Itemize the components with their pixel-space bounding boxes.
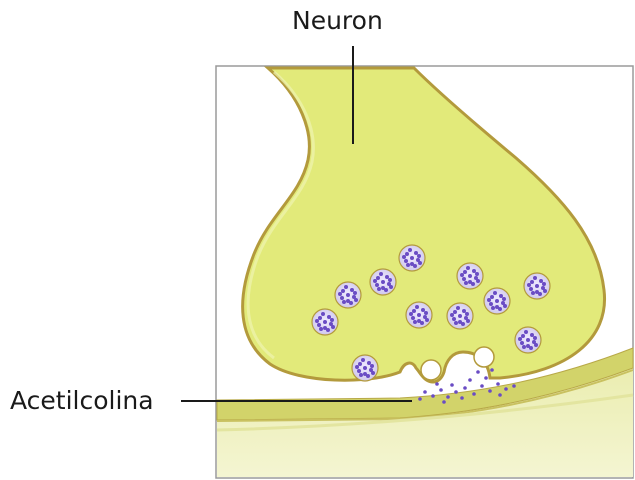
acetylcholine-label: Acetilcolina [10,386,154,415]
neurotransmitter-particle-icon [423,390,427,394]
synaptic-vesicle-icon [369,268,397,296]
neurotransmitter-particle-icon [484,376,488,380]
neurotransmitter-particle-icon [504,387,508,391]
neurotransmitter-particle-icon [439,388,443,392]
neurotransmitter-cloud [418,368,516,404]
neurotransmitter-particle-icon [442,400,446,404]
neurotransmitter-particle-icon [498,393,502,397]
neurotransmitter-particle-icon [512,384,516,388]
fused-vesicle-icon [420,359,442,381]
synaptic-vesicle-icon [523,272,551,300]
fused-vesicle-icon [473,346,495,368]
neurotransmitter-particle-icon [460,396,464,400]
synaptic-vesicle-icon [456,262,484,290]
neurotransmitter-particle-icon [463,386,467,390]
synaptic-vesicle-icon [514,326,542,354]
neurotransmitter-particle-icon [446,395,450,399]
synaptic-vesicle-icon [483,287,511,315]
synaptic-vesicle-icon [334,281,362,309]
neurotransmitter-particle-icon [496,382,500,386]
neuron-terminal [241,66,607,384]
neurotransmitter-particle-icon [418,397,422,401]
synaptic-vesicle-icon [398,244,426,272]
neurotransmitter-particle-icon [476,370,480,374]
neurotransmitter-particle-icon [480,384,484,388]
neuron-label: Neuron [292,6,383,35]
synaptic-vesicle-icon [446,302,474,330]
neurotransmitter-particle-icon [435,382,439,386]
neurotransmitter-particle-icon [450,383,454,387]
neurotransmitter-particle-icon [431,394,435,398]
neurotransmitter-particle-icon [490,368,494,372]
neurotransmitter-particle-icon [454,390,458,394]
vesicle-group [311,244,551,382]
synaptic-vesicle-icon [351,354,379,382]
neurotransmitter-particle-icon [468,378,472,382]
synaptic-vesicle-icon [405,301,433,329]
synaptic-vesicle-icon [311,308,339,336]
neurotransmitter-particle-icon [472,392,476,396]
neurotransmitter-particle-icon [488,389,492,393]
